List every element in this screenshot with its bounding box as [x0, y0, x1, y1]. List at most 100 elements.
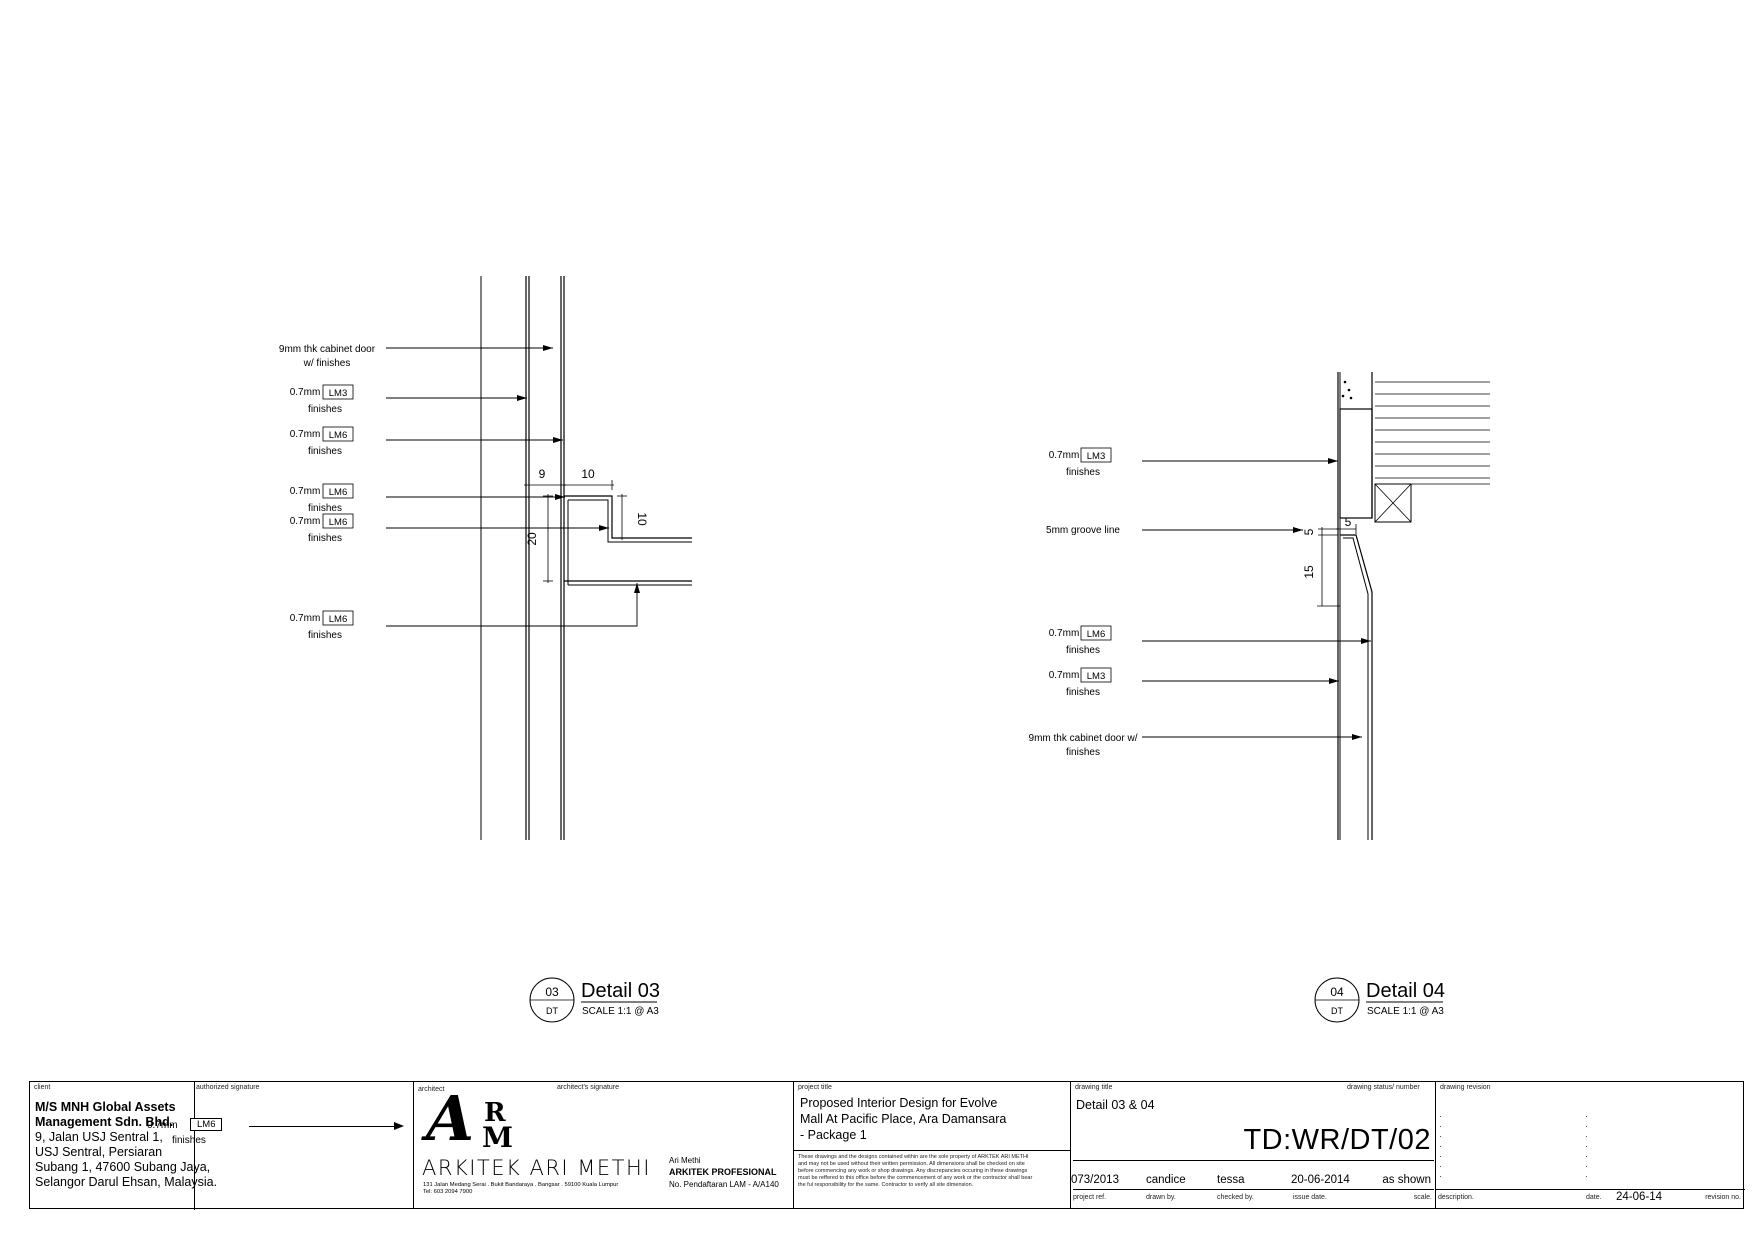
project-ref-value: 073/2013: [1071, 1174, 1119, 1186]
scale-value: as shown: [1382, 1174, 1431, 1186]
client-name: Management Sdn. Bhd.: [35, 1115, 174, 1129]
callout-cabinet-door: 9mm thk cabinet door: [279, 344, 376, 355]
client-label: client: [34, 1084, 51, 1091]
project-title: Mall At Pacific Place, Ara Damansara: [800, 1112, 1007, 1126]
callout-groove-line: 5mm groove line: [1046, 525, 1120, 536]
checked-by-label: checked by.: [1217, 1194, 1254, 1201]
disclaimer: and may not be used without their writte…: [798, 1161, 1025, 1167]
sheet-ref: DT: [546, 1006, 558, 1016]
project-title-cell: project title Proposed Interior Design f…: [794, 1082, 1071, 1208]
finish-tag-lm6: LM6: [329, 430, 347, 441]
detail-04-linework: [1337, 372, 1490, 840]
callout-cabinet-door: 9mm thk cabinet door w/: [1029, 733, 1138, 744]
detail-03-caption: 03 DT Detail 03 SCALE 1:1 @ A3: [529, 977, 660, 1023]
callout-thickness: 0.7mm: [290, 387, 321, 398]
checked-by-value: tessa: [1217, 1174, 1245, 1186]
callout-finishes: finishes: [1066, 645, 1100, 656]
callout-thickness: 0.7mm: [290, 486, 321, 497]
drawing-title: Detail 03 & 04: [1076, 1098, 1155, 1112]
detail-04-callouts: 0.7mm LM3 finishes 5mm groove line 0.7mm…: [1029, 447, 1138, 758]
disclaimer: the ful responsibility for the same. Con…: [798, 1182, 974, 1188]
revision-date-value: 24-06-14: [1616, 1191, 1663, 1203]
finish-tag-lm6: LM6: [329, 487, 347, 498]
firm-phone: Tel: 603 2094 7900: [423, 1189, 473, 1195]
finish-tag-lm6: LM6: [329, 517, 347, 528]
project-title-label: project title: [798, 1084, 832, 1091]
callout-thickness: 0.7mm: [1049, 450, 1080, 461]
architect-registration: No. Pendaftaran LAM - A/A140: [669, 1180, 779, 1189]
logo-letter-r: R: [484, 1098, 506, 1128]
issue-date-value: 20-06-2014: [1291, 1174, 1350, 1186]
finish-tag-lm3: LM3: [329, 388, 347, 399]
client-address: USJ Sentral, Persiaran: [35, 1145, 163, 1159]
project-title: - Package 1: [800, 1128, 867, 1142]
callout-thickness: 0.7mm: [290, 429, 321, 440]
authorized-signature-label: authorized signature: [196, 1084, 260, 1091]
drawn-by-label: drawn by.: [1146, 1194, 1176, 1201]
detail-03-dimensions: [524, 480, 627, 583]
architects-signature-label: architect's signature: [557, 1084, 620, 1091]
title-block: client M/S MNH Global Assets Management …: [29, 1081, 1745, 1210]
revision-description-label: description.: [1438, 1194, 1474, 1201]
finish-tag-lm3: LM3: [1087, 671, 1105, 682]
project-title: Proposed Interior Design for Evolve: [800, 1096, 998, 1110]
stray-callout-finishes: finishes: [172, 1135, 206, 1146]
stray-finish-tag: LM6: [190, 1118, 223, 1131]
detail-scale: SCALE 1:1 @ A3: [582, 1006, 659, 1017]
callout-thickness: 0.7mm: [290, 613, 321, 624]
dim-15: 15: [1302, 565, 1316, 579]
sheet-ref: DT: [1331, 1006, 1343, 1016]
client-name: M/S MNH Global Assets: [35, 1100, 176, 1114]
drawn-by-value: candice: [1146, 1174, 1186, 1186]
detail-03-linework: [480, 276, 692, 840]
arm-logo: A R M: [426, 1088, 546, 1158]
architect-cell: architect architect's signature A R M AR…: [414, 1082, 794, 1208]
logo-letter-a: A: [426, 1082, 475, 1155]
dim-20: 20: [525, 532, 539, 546]
dim-5-horizontal: 5: [1345, 515, 1352, 529]
architect-label: architect: [418, 1086, 445, 1093]
firm-name: ARKITEK ARI METHI: [422, 1156, 651, 1180]
drawing-status-label: drawing status/ number: [1347, 1084, 1420, 1091]
dim-10-horizontal: 10: [581, 467, 595, 481]
callout-finishes: finishes: [308, 533, 342, 544]
architect-name: Ari Methi: [669, 1156, 701, 1165]
detail-scale: SCALE 1:1 @ A3: [1367, 1006, 1444, 1017]
architect-title: ARKITEK PROFESIONAL: [669, 1167, 777, 1177]
detail-04-dimensions: [1317, 524, 1357, 607]
detail-number: 03: [545, 985, 559, 999]
callout-thickness: 0.7mm: [290, 516, 321, 527]
callout-finishes: finishes: [308, 446, 342, 457]
revision-dots: [1586, 1116, 1588, 1186]
callout-thickness: 0.7mm: [1049, 628, 1080, 639]
authorized-signature-cell: authorized signature 0.7mm LM6 finishes: [147, 1082, 414, 1210]
drawing-title-label: drawing title: [1075, 1084, 1113, 1091]
revision-date-label: date.: [1586, 1194, 1602, 1201]
callout-finishes: finishes: [308, 404, 342, 415]
disclaimer: These drawings and the designs contained…: [798, 1154, 1029, 1160]
detail-title: Detail 03: [581, 980, 660, 1002]
drawing-revision-label: drawing revision: [1440, 1084, 1491, 1091]
callout-thickness: 0.7mm: [1049, 670, 1080, 681]
logo-letter-m: M: [482, 1121, 513, 1154]
revision-number-label: revision no.: [1705, 1194, 1741, 1201]
detail-number: 04: [1330, 985, 1344, 999]
drawing-revision-cell: drawing revision description. date. 24-0…: [1436, 1082, 1745, 1208]
drawing-info-cell: drawing title drawing status/ number Det…: [1071, 1082, 1436, 1208]
revision-dots: [1440, 1116, 1442, 1186]
client-address: Subang 1, 47600 Subang Jaya,: [35, 1160, 211, 1174]
drawing-number: TD:WR/DT/02: [1243, 1124, 1431, 1156]
client-address: 9, Jalan USJ Sentral 1,: [35, 1130, 163, 1144]
callout-cabinet-door-finishes: finishes: [1066, 747, 1100, 758]
client-cell: client M/S MNH Global Assets Management …: [30, 1082, 217, 1208]
client-address: Selangor Darul Ehsan, Malaysia.: [35, 1175, 218, 1189]
dim-5-vertical: 5: [1302, 528, 1316, 535]
project-ref-label: project ref.: [1073, 1194, 1107, 1201]
callout-finishes: finishes: [1066, 687, 1100, 698]
dim-10-vertical: 10: [635, 512, 649, 526]
disclaimer: before commencing any work or shop drawi…: [798, 1168, 1028, 1174]
detail-03-callouts: 9mm thk cabinet door w/ finishes 0.7mm L…: [279, 344, 376, 641]
callout-finishes: finishes: [308, 630, 342, 641]
firm-address: 131 Jalan Medang Serai . Bukit Bandaraya…: [423, 1182, 619, 1188]
